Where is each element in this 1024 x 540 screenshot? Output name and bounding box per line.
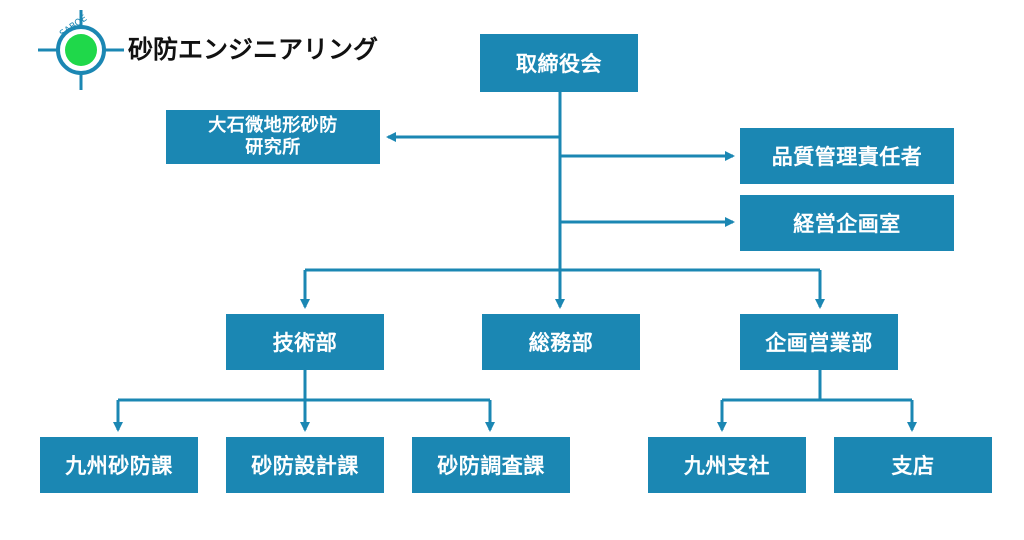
sabo-design-box: 砂防設計課 [226, 437, 384, 493]
board-label: 取締役会 [516, 52, 602, 76]
quality-label: 品質管理責任者 [771, 145, 923, 169]
logo-green-dot [65, 34, 97, 66]
branch-label: 支店 [891, 454, 935, 478]
saboe-logo: SABOE [38, 10, 124, 90]
planning-office-label: 経営企画室 [793, 212, 901, 236]
branch-box: 支店 [834, 437, 992, 493]
lab-label-line1: 大石微地形砂防 [208, 115, 338, 136]
tech-dept-box: 技術部 [226, 314, 384, 370]
general-dept-label: 総務部 [528, 331, 594, 355]
kyushu-sabo-box: 九州砂防課 [40, 437, 198, 493]
lab-box: 大石微地形砂防 研究所 [166, 110, 380, 164]
board-box: 取締役会 [480, 34, 638, 92]
tech-dept-label: 技術部 [272, 331, 338, 355]
sabo-survey-label: 砂防調査課 [437, 454, 545, 478]
lab-label-line2: 研究所 [245, 137, 301, 158]
planning-office-box: 経営企画室 [740, 195, 954, 251]
general-dept-box: 総務部 [482, 314, 640, 370]
company-name: 砂防エンジニアリング [128, 35, 379, 64]
kyushu-branch-label: 九州支社 [684, 454, 770, 478]
quality-box: 品質管理責任者 [740, 128, 954, 184]
sabo-survey-box: 砂防調査課 [412, 437, 570, 493]
sales-dept-box: 企画営業部 [740, 314, 898, 370]
kyushu-branch-box: 九州支社 [648, 437, 806, 493]
kyushu-sabo-label: 九州砂防課 [65, 454, 173, 478]
sales-dept-label: 企画営業部 [765, 331, 873, 355]
sabo-design-label: 砂防設計課 [251, 454, 359, 478]
